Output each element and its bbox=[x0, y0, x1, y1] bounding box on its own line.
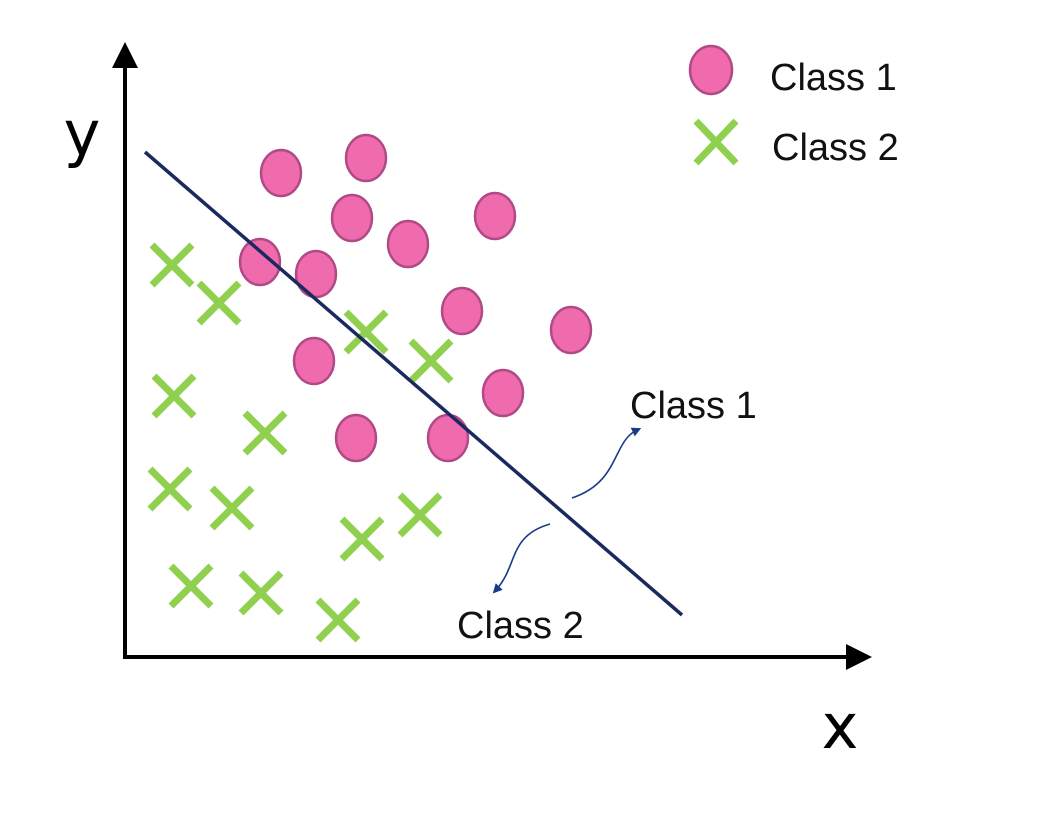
class2-point bbox=[242, 410, 288, 456]
class1-point bbox=[294, 249, 338, 299]
class2-region-label: Class 2 bbox=[457, 605, 584, 647]
legend-class2-label: Class 2 bbox=[772, 127, 899, 169]
class2-point bbox=[343, 309, 389, 355]
decision-boundary-line bbox=[143, 150, 684, 617]
class1-point bbox=[344, 133, 388, 183]
x-axis-label: x bbox=[822, 690, 859, 763]
class2-point bbox=[196, 280, 242, 326]
class1-point bbox=[386, 219, 430, 269]
legend-class2-marker bbox=[693, 118, 739, 166]
legend-class1-marker bbox=[688, 44, 734, 96]
class2-point bbox=[238, 570, 284, 616]
class1-point bbox=[238, 237, 282, 287]
class2-points bbox=[147, 242, 454, 643]
class1-point bbox=[330, 193, 374, 243]
legend: Class 1 Class 2 bbox=[688, 44, 899, 169]
class2-point bbox=[315, 597, 361, 643]
class2-point bbox=[397, 492, 443, 538]
x-axis-arrowhead bbox=[846, 644, 872, 670]
class1-point bbox=[440, 286, 484, 336]
class2-point bbox=[149, 242, 195, 288]
class2-point bbox=[339, 516, 385, 562]
class2-point bbox=[408, 338, 454, 384]
class1-point bbox=[473, 191, 517, 241]
class1-point bbox=[426, 413, 470, 463]
class1-point bbox=[481, 368, 525, 418]
class1-points bbox=[238, 133, 593, 463]
axes: y x bbox=[64, 42, 872, 763]
legend-class1-label: Class 1 bbox=[770, 57, 897, 99]
y-axis-label: y bbox=[64, 97, 101, 170]
class1-point bbox=[549, 305, 593, 355]
class1-point bbox=[259, 148, 303, 198]
class1-region-label: Class 1 bbox=[630, 385, 757, 427]
class2-point bbox=[168, 563, 214, 609]
class2-region-arrow bbox=[492, 523, 551, 594]
class1-region-arrow bbox=[571, 427, 642, 499]
class2-point bbox=[209, 485, 255, 531]
class1-point bbox=[292, 336, 336, 386]
class1-point bbox=[334, 413, 378, 463]
y-axis-arrowhead bbox=[112, 42, 138, 68]
class2-point bbox=[151, 373, 197, 419]
class2-point bbox=[147, 466, 193, 512]
